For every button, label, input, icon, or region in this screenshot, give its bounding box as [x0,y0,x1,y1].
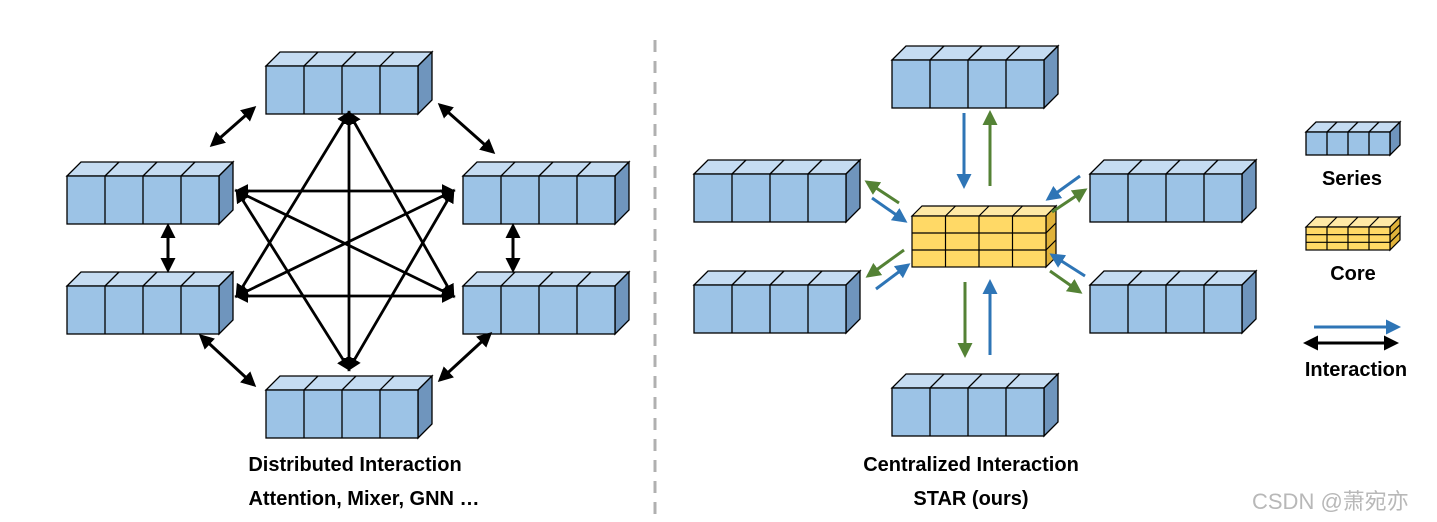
legend-core-icon [1304,215,1402,252]
legend [1303,120,1402,351]
series-block-upper-left [65,160,235,226]
right-caption-line2: STAR (ours) [913,488,1029,510]
aggregate-arrow [871,196,908,223]
series-block-upper-right [1088,158,1258,224]
series-block-lower-right [1088,269,1258,335]
aggregate-arrow [875,263,911,291]
distributed-interaction-panel [65,50,631,440]
series-block-lower-left [692,269,862,335]
dispatch-arrow [1051,188,1088,214]
left-caption-line2: Attention, Mixer, GNN … [248,488,480,510]
dispatch-arrow [1049,269,1083,294]
legend-series-label: Series [1321,168,1383,190]
legend-series-icon [1304,120,1402,157]
interaction-arrow [234,189,456,298]
interaction-arrow [437,103,496,154]
series-block-bottom [264,374,434,440]
aggregate-arrow [1045,174,1081,201]
interaction-arrow [209,106,257,147]
series-block-lower-left [65,270,235,336]
series-block-top [264,50,434,116]
series-block-top [890,44,1060,110]
legend-core-label: Core [1330,263,1376,285]
dispatch-arrow [865,248,905,278]
dispatch-arrow [864,180,900,205]
core-block [910,204,1058,269]
aggregate-arrow [1049,253,1086,278]
legend-interaction-label: Interaction [1304,359,1408,381]
interaction-arrow [437,331,493,383]
series-block-lower-right [461,270,631,336]
watermark: CSDN @萧宛亦 [1252,489,1409,514]
right-caption-line1: Centralized Interaction [863,454,1079,476]
series-block-upper-left [692,158,862,224]
interaction-arrow [198,333,257,388]
interaction-arrow [347,110,455,299]
centralized-interaction-panel [692,44,1258,438]
series-block-bottom [890,372,1060,438]
series-block-upper-right [461,160,631,226]
left-caption-line1: Distributed Interaction [248,454,462,476]
